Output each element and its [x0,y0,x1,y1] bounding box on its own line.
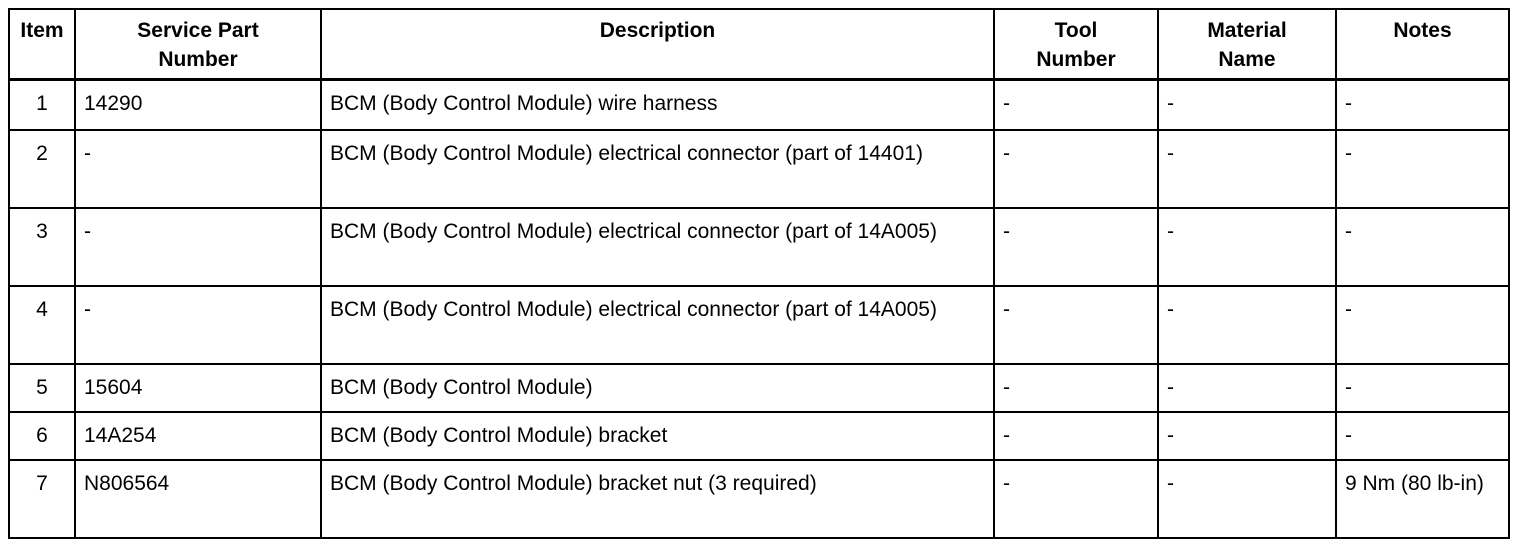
table-row: 3 - BCM (Body Control Module) electrical… [8,206,1510,287]
cell-part-number: N806564 [74,458,322,539]
cell-tool-number: - [993,206,1159,287]
header-tool-line1: Tool [1054,19,1098,42]
cell-description: BCM (Body Control Module) bracket nut (3… [320,458,995,539]
cell-item: 5 [8,362,76,413]
header-row: Item Service Part Number Description Too… [8,8,1510,81]
cell-notes: - [1335,128,1510,209]
cell-tool-number: - [993,362,1159,413]
cell-item: 6 [8,410,76,461]
table-row: 2 - BCM (Body Control Module) electrical… [8,128,1510,209]
header-material-name: Material Name [1157,8,1337,81]
cell-tool-number: - [993,410,1159,461]
cell-tool-number: - [993,458,1159,539]
table-row: 6 14A254 BCM (Body Control Module) brack… [8,410,1510,461]
cell-part-number: - [74,284,322,365]
header-material-line1: Material [1207,19,1287,42]
cell-part-number: 14A254 [74,410,322,461]
header-notes: Notes [1335,8,1510,81]
cell-material-name: - [1157,410,1337,461]
cell-material-name: - [1157,128,1337,209]
cell-description: BCM (Body Control Module) [320,362,995,413]
cell-material-name: - [1157,78,1337,131]
table-row: 4 - BCM (Body Control Module) electrical… [8,284,1510,365]
cell-part-number: - [74,206,322,287]
cell-notes: - [1335,410,1510,461]
cell-item: 7 [8,458,76,539]
cell-item: 4 [8,284,76,365]
header-tool-number: Tool Number [993,8,1159,81]
table-row: 1 14290 BCM (Body Control Module) wire h… [8,78,1510,131]
cell-item: 3 [8,206,76,287]
header-description: Description [320,8,995,81]
cell-notes: - [1335,362,1510,413]
cell-part-number: - [74,128,322,209]
table-row: 5 15604 BCM (Body Control Module) - - - [8,362,1510,413]
header-material-line2: Name [1218,48,1276,71]
header-service-part-line2: Number [158,48,238,71]
header-notes-label: Notes [1393,19,1452,42]
cell-material-name: - [1157,362,1337,413]
cell-description: BCM (Body Control Module) electrical con… [320,206,995,287]
header-service-part-number: Service Part Number [74,8,322,81]
cell-part-number: 14290 [74,78,322,131]
cell-notes: - [1335,284,1510,365]
cell-material-name: - [1157,206,1337,287]
header-item-label: Item [20,19,64,42]
cell-tool-number: - [993,284,1159,365]
cell-description: BCM (Body Control Module) electrical con… [320,284,995,365]
cell-item: 1 [8,78,76,131]
cell-notes: - [1335,206,1510,287]
table-row: 7 N806564 BCM (Body Control Module) brac… [8,458,1510,539]
cell-notes: - [1335,78,1510,131]
cell-material-name: - [1157,284,1337,365]
cell-material-name: - [1157,458,1337,539]
cell-notes: 9 Nm (80 lb-in) [1335,458,1510,539]
cell-description: BCM (Body Control Module) wire harness [320,78,995,131]
cell-description: BCM (Body Control Module) bracket [320,410,995,461]
header-item: Item [8,8,76,81]
header-tool-line2: Number [1036,48,1116,71]
header-service-part-line1: Service Part [137,19,259,42]
cell-tool-number: - [993,78,1159,131]
header-description-label: Description [599,19,716,42]
cell-part-number: 15604 [74,362,322,413]
cell-tool-number: - [993,128,1159,209]
parts-table: Item Service Part Number Description Too… [8,8,1510,539]
cell-description: BCM (Body Control Module) electrical con… [320,128,995,209]
cell-item: 2 [8,128,76,209]
